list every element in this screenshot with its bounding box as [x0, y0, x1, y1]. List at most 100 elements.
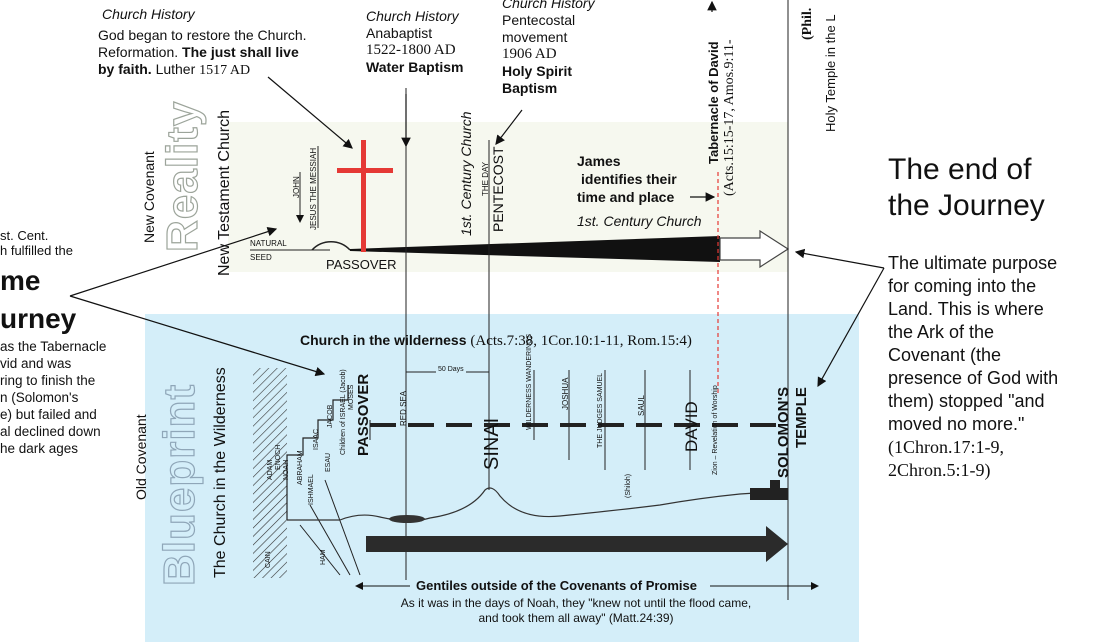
new-covenant-label: New Covenant: [141, 151, 157, 243]
reality-big-word: Reality: [157, 100, 207, 252]
tabernacle-label: Tabernacle of David: [706, 41, 721, 164]
left-line: as the Tabernacle: [0, 339, 107, 354]
left-line: he dark ages: [0, 441, 79, 456]
journey-big-arrow: [366, 526, 788, 562]
lineage-line-1: [299, 524, 341, 576]
journey-arrow-up: [69, 227, 278, 297]
red-sea-water: [389, 515, 425, 523]
phil-label: (Phil.: [800, 7, 815, 40]
reality-passover-label: PASSOVER: [326, 257, 397, 272]
end-title-line2: the Journey: [888, 189, 1045, 222]
pentecostal-note: Church History Pentecostal movement 1906…: [502, 0, 622, 97]
left-line: n (Solomon's: [0, 390, 79, 405]
church-wedge: [350, 236, 720, 262]
tabernacle-ref: (Acts.15:15-17, Amos.9:11-: [722, 39, 737, 196]
temple-building: [750, 488, 788, 500]
noah-quote-line1: As it was in the days of Noah, they "kne…: [400, 596, 752, 610]
anabaptist-heading: Church History: [366, 8, 459, 24]
left-line: al declined down: [0, 424, 101, 439]
solomon-label-1: SOLOMON'S: [775, 386, 792, 478]
solomon-label-2: TEMPLE: [793, 387, 810, 448]
cain-label: CAIN: [265, 551, 272, 568]
wanderings-label: WILDERNESS WANDERINGS: [526, 333, 533, 430]
joshua-label: JOSHUA: [561, 377, 570, 410]
abraham-label: ABRAHAM: [297, 450, 304, 485]
jacob-label: JACOB: [327, 404, 334, 428]
end-ref-line: (1Chron.17:1-9,: [888, 437, 1004, 457]
genealogy-steps: [286, 385, 349, 520]
end-body-line: moved no more.": [888, 414, 1025, 434]
reformation-note: Church History God began to restore the …: [98, 6, 338, 79]
pentecostal-line2: movement: [502, 29, 568, 45]
enoch-label: ENOCH: [275, 444, 282, 470]
holy-temple-label: Holy Temple in the L: [823, 14, 838, 132]
pentecost-label: PENTECOST: [490, 146, 506, 232]
moses-label: MOSES: [348, 384, 355, 410]
journey-outline-arrow: [719, 229, 790, 269]
wilderness-title-text: Church in the wilderness: [300, 332, 467, 348]
end-body-line: The ultimate purpose: [888, 253, 1058, 273]
the-day-label: THE DAY: [481, 161, 490, 196]
pentecostal-line1: Pentecostal: [502, 12, 576, 28]
sinai-label: SINAI: [481, 417, 503, 470]
jesus-label: JESUS THE MESSIAH: [309, 147, 318, 230]
end-journey-title: The end of the Journey: [888, 152, 1045, 224]
reformation-line3: by faith. Luther 1517 AD: [98, 61, 251, 78]
left-partial-body: as the Tabernacle vid and was ring to fi…: [0, 338, 106, 457]
end-journey-body: The ultimate purpose for coming into the…: [888, 252, 1058, 482]
left-line: ring to finish the: [0, 373, 96, 388]
john-label: JOHN: [292, 176, 301, 198]
left-line: vid and was: [0, 356, 72, 371]
noah-label: NOAH: [283, 459, 290, 480]
left-partial-top: st. Cent. h fulfilled the: [0, 228, 73, 258]
blueprint-big-word: Blueprint: [154, 383, 204, 586]
passover-arc: [311, 241, 351, 251]
seed-label: SEED: [250, 253, 272, 262]
zion-label: Zion – Revelation of Worship: [712, 385, 719, 475]
saul-label: SAUL: [637, 395, 646, 416]
wilderness-title: Church in the wilderness (Acts.7:38, 1Co…: [300, 332, 692, 350]
israel-label: Children of ISRAEL (Jacob): [340, 369, 347, 455]
reformation-line2: Reformation. The just shall live: [98, 44, 299, 60]
ham-label: HAM: [320, 549, 327, 565]
end-body-line: them) stopped "and: [888, 391, 1045, 411]
end-body-line: presence of God with: [888, 368, 1059, 388]
adam-label: ADAM: [267, 459, 274, 480]
natural-label: NATURAL: [250, 239, 287, 248]
lineage-line-3: [324, 479, 361, 576]
terrain-line: [287, 487, 789, 522]
new-testament-church-label: New Testament Church: [216, 110, 233, 276]
end-body-line: Land. This is where: [888, 299, 1044, 319]
left-line: h fulfilled the: [0, 243, 73, 258]
pentecostal-line5: Baptism: [502, 80, 558, 96]
left-partial-big: me urney: [0, 262, 76, 338]
red-sea-label: RED SEA: [399, 390, 408, 426]
anabaptist-line1: Anabaptist: [366, 25, 433, 41]
end-body-line: Covenant (the: [888, 345, 1002, 365]
shiloh-label: (Shiloh): [625, 473, 632, 498]
left-big-line: urney: [0, 303, 77, 334]
anabaptist-line2: 1522-1800 AD: [366, 42, 456, 58]
end-arrow-up: [794, 248, 885, 269]
first-century-church-label: 1st. Century Church: [577, 213, 702, 229]
lineage-line-2: [309, 504, 351, 576]
old-covenant-label: Old Covenant: [133, 414, 149, 500]
first-century-church-vertical: 1st. Century Church: [458, 111, 474, 237]
church-wilderness-label: The Church in the Wilderness: [212, 367, 229, 578]
pentecostal-line4: Holy Spirit: [502, 63, 573, 79]
james-note: James identifies their time and place: [577, 152, 677, 206]
cross-horizontal: [337, 168, 393, 173]
left-line: st. Cent.: [0, 228, 49, 243]
ishmael-label: ISHMAEL: [308, 474, 315, 505]
pentecostal-heading: Church History: [502, 0, 595, 11]
cross-vertical: [361, 140, 366, 252]
left-line: e) but failed and: [0, 407, 97, 422]
reformation-heading: Church History: [102, 6, 195, 22]
reformation-line1: God began to restore the Church.: [98, 27, 307, 43]
journey-arrow-down: [69, 295, 326, 377]
pentecostal-arrow: [495, 109, 523, 145]
noah-quote-line2: and took them all away" (Matt.24:39): [478, 611, 674, 625]
blueprint-passover-label: PASSOVER: [355, 373, 372, 456]
james-line3: time and place: [577, 189, 675, 205]
